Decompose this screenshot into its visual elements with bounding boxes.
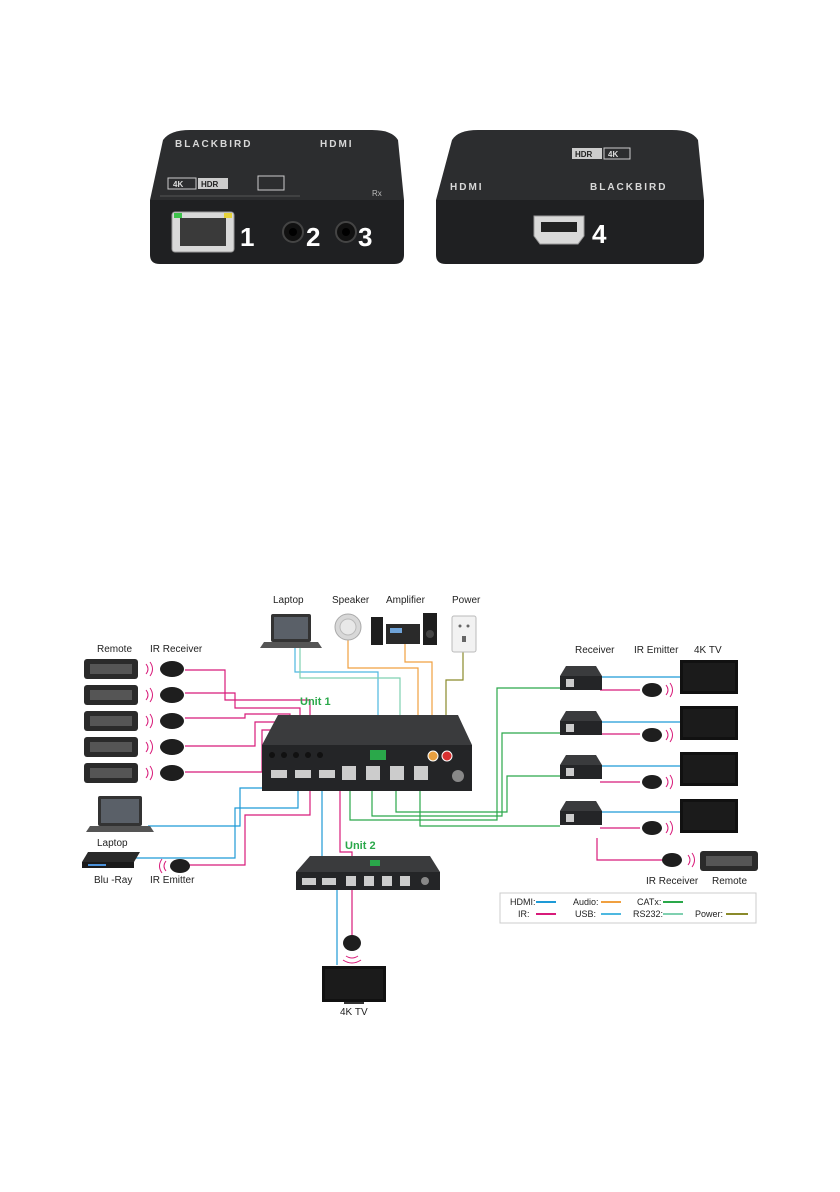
tv-bottom-icon bbox=[322, 966, 386, 1004]
label-ir-emitter-right: IR Emitter bbox=[634, 645, 679, 656]
svg-text:RS232:: RS232: bbox=[633, 909, 663, 919]
power-outlet-icon bbox=[452, 616, 476, 652]
label-ir-receiver-left: IR Receiver bbox=[150, 644, 203, 655]
hdmi-logo-left: HDMI bbox=[320, 139, 354, 150]
label-laptop-left: Laptop bbox=[97, 838, 128, 849]
top-devices: Laptop Speaker Amplifier Power bbox=[260, 595, 481, 652]
label-bluray: Blu -Ray bbox=[94, 875, 132, 886]
label-ir-emitter-left: IR Emitter bbox=[150, 875, 195, 886]
bluray-player-icon bbox=[82, 852, 140, 868]
label-receiver: Receiver bbox=[575, 645, 615, 656]
amplifier-icon bbox=[371, 613, 437, 645]
port-number-2: 2 bbox=[306, 222, 320, 252]
ir-receiver-icon bbox=[160, 661, 184, 781]
svg-text:Power:: Power: bbox=[695, 909, 723, 919]
ir-receiver-icon bbox=[662, 853, 682, 867]
port-number-4: 4 bbox=[592, 219, 607, 249]
ir-wave-icon bbox=[146, 662, 153, 780]
badge-hdr-right: HDR bbox=[575, 150, 593, 159]
label-remote-left: Remote bbox=[97, 644, 132, 655]
ir-wave-icon bbox=[160, 859, 167, 873]
remote-icon bbox=[84, 659, 138, 679]
unit-2-label: Unit 2 bbox=[345, 840, 376, 852]
rx-label: Rx bbox=[372, 189, 382, 198]
label-remote-right: Remote bbox=[712, 876, 747, 887]
svg-text:Audio:: Audio: bbox=[573, 897, 599, 907]
badge-4k-right: 4K bbox=[608, 150, 618, 159]
receiver-front-view: BLACKBIRD HDMI 4K HDR Rx 1 2 3 bbox=[150, 130, 404, 264]
remote-icon bbox=[84, 685, 138, 705]
left-devices: Remote IR Receiver bbox=[82, 644, 203, 886]
tv-icon bbox=[680, 660, 738, 694]
ir-wave-icon bbox=[343, 956, 361, 963]
label-amplifier: Amplifier bbox=[386, 595, 426, 606]
ir-wave-icon bbox=[688, 853, 695, 867]
ir-emitter-icon bbox=[343, 935, 361, 951]
ir-emitter-icon bbox=[170, 859, 190, 873]
brand-logo-right: BLACKBIRD bbox=[590, 182, 667, 193]
tv-icon bbox=[680, 706, 738, 740]
receiver-box bbox=[560, 666, 602, 690]
remote-icon bbox=[700, 851, 758, 871]
unit-1-device: Unit 1 bbox=[262, 696, 472, 791]
receiver-box bbox=[560, 801, 602, 825]
svg-text:CATx:: CATx: bbox=[637, 897, 661, 907]
port-number-3: 3 bbox=[358, 222, 372, 252]
speaker-icon bbox=[335, 614, 361, 640]
laptop-left-icon bbox=[86, 796, 154, 832]
label-speaker: Speaker bbox=[332, 595, 370, 606]
receiver-box bbox=[560, 711, 602, 735]
brand-logo-left: BLACKBIRD bbox=[175, 139, 252, 150]
label-ir-receiver-right: IR Receiver bbox=[646, 876, 699, 887]
remote-icon bbox=[84, 711, 138, 731]
unit-2-device: Unit 2 bbox=[296, 840, 440, 890]
label-4k-tv-right: 4K TV bbox=[694, 645, 722, 656]
label-bottom-tv: 4K TV bbox=[340, 1007, 368, 1018]
label-laptop-top: Laptop bbox=[273, 595, 304, 606]
badge-4k-left: 4K bbox=[173, 180, 183, 189]
remote-icon bbox=[84, 737, 138, 757]
port-number-1: 1 bbox=[240, 222, 254, 252]
product-photo: BLACKBIRD HDMI 4K HDR Rx 1 2 3 bbox=[150, 130, 704, 264]
receiver-box bbox=[560, 755, 602, 779]
svg-text:IR:: IR: bbox=[518, 909, 530, 919]
hdmi-logo-right: HDMI bbox=[450, 182, 484, 193]
badge-hdr-left: HDR bbox=[201, 180, 219, 189]
tv-icon bbox=[680, 799, 738, 833]
svg-text:HDMI:: HDMI: bbox=[510, 897, 536, 907]
label-power: Power bbox=[452, 595, 481, 606]
svg-text:USB:: USB: bbox=[575, 909, 596, 919]
tv-icon bbox=[680, 752, 738, 786]
remote-icon bbox=[84, 763, 138, 783]
laptop-top-icon bbox=[260, 614, 322, 648]
unit-1-label: Unit 1 bbox=[300, 696, 331, 708]
receiver-back-view: HDR 4K HDMI BLACKBIRD 4 bbox=[436, 130, 704, 264]
legend: HDMI: Audio: CATx: IR: USB: RS232: Power… bbox=[500, 893, 756, 923]
